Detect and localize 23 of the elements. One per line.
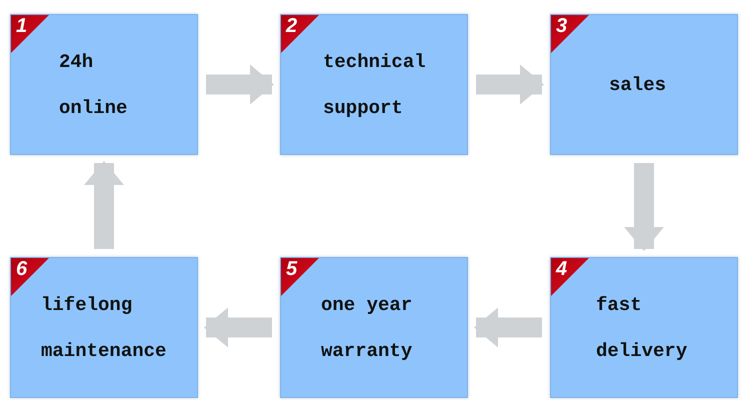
step-box xyxy=(10,14,198,155)
step-number: 3 xyxy=(551,15,589,53)
step-label: sales xyxy=(609,72,668,98)
step-box xyxy=(280,14,468,155)
step-number: 2 xyxy=(281,15,319,53)
block-arrow xyxy=(204,308,272,348)
step-number: 6 xyxy=(11,258,49,296)
step-label: fast delivery xyxy=(596,292,688,364)
step-box xyxy=(280,257,468,398)
step-box xyxy=(10,257,198,398)
step-number: 5 xyxy=(281,258,319,296)
block-arrow xyxy=(476,64,544,104)
step-number: 4 xyxy=(551,258,589,296)
block-arrow xyxy=(474,308,542,348)
step-label: technical support xyxy=(323,50,427,120)
step-box xyxy=(550,14,738,155)
block-arrow xyxy=(206,64,274,104)
step-number: 1 xyxy=(11,15,49,53)
step-box xyxy=(550,257,738,398)
step-label: one year warranty xyxy=(321,292,414,364)
block-arrow xyxy=(624,163,664,251)
step-label: 24h online xyxy=(59,50,128,120)
block-arrow xyxy=(84,161,124,249)
